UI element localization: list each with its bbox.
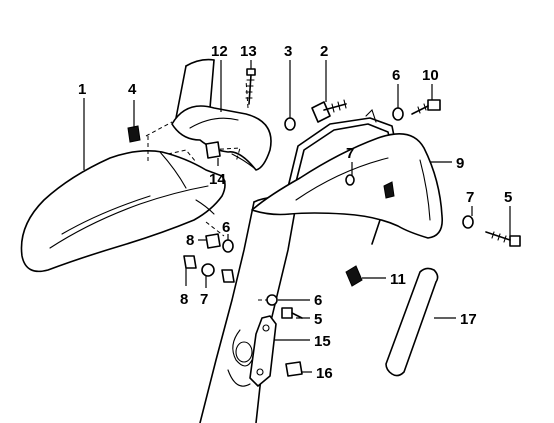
callout-17: 17 [460, 311, 477, 328]
rear-hugger [251, 132, 444, 239]
washer-7-right [462, 215, 474, 229]
bolt-5-right [485, 231, 521, 247]
callout-5-right: 5 [504, 189, 512, 206]
callout-3: 3 [284, 43, 292, 60]
mudguard-bracket [171, 105, 272, 171]
callout-16: 16 [316, 365, 333, 382]
bolt-5-mid [281, 307, 303, 319]
callout-6-mid: 6 [314, 292, 322, 309]
callout-5-mid: 5 [314, 311, 322, 328]
bracket-15 [249, 315, 277, 387]
callout-10: 10 [422, 67, 439, 84]
washer-6-top [392, 107, 404, 121]
bolt-10 [411, 99, 441, 115]
washer-3 [284, 117, 296, 131]
callout-2: 2 [320, 43, 328, 60]
callout-13: 13 [240, 43, 257, 60]
clip-nut [127, 125, 141, 143]
fastener-cluster-left [183, 233, 235, 283]
callout-6-top: 6 [392, 67, 400, 84]
bolt-2 [311, 99, 347, 123]
callout-15: 15 [314, 333, 331, 350]
callout-7-lower: 7 [200, 291, 208, 308]
callout-8-upper: 8 [186, 232, 194, 249]
callout-1: 1 [78, 81, 86, 98]
callout-4: 4 [128, 81, 137, 98]
spacer-14 [205, 141, 221, 159]
callout-12: 12 [211, 43, 228, 60]
callout-9: 9 [456, 155, 464, 172]
rubber-pad-11 [345, 265, 363, 287]
callout-7-hugger: 7 [346, 145, 354, 162]
callout-7-right: 7 [466, 189, 474, 206]
callout-6-left: 6 [222, 219, 230, 236]
callout-14: 14 [209, 171, 226, 188]
callout-8-lower: 8 [180, 291, 188, 308]
pad-16 [285, 361, 303, 377]
callout-11: 11 [390, 271, 406, 288]
washer-6-mid [266, 294, 278, 306]
protective-strip [385, 267, 439, 377]
front-mudguard [20, 150, 226, 273]
leader-lines [83, 60, 511, 373]
callout-labels: 1 4 12 13 3 2 6 10 7 9 14 7 5 6 8 11 8 7… [78, 43, 512, 382]
nut-7-hugger [345, 174, 355, 186]
fork-tube-upper [175, 58, 215, 119]
